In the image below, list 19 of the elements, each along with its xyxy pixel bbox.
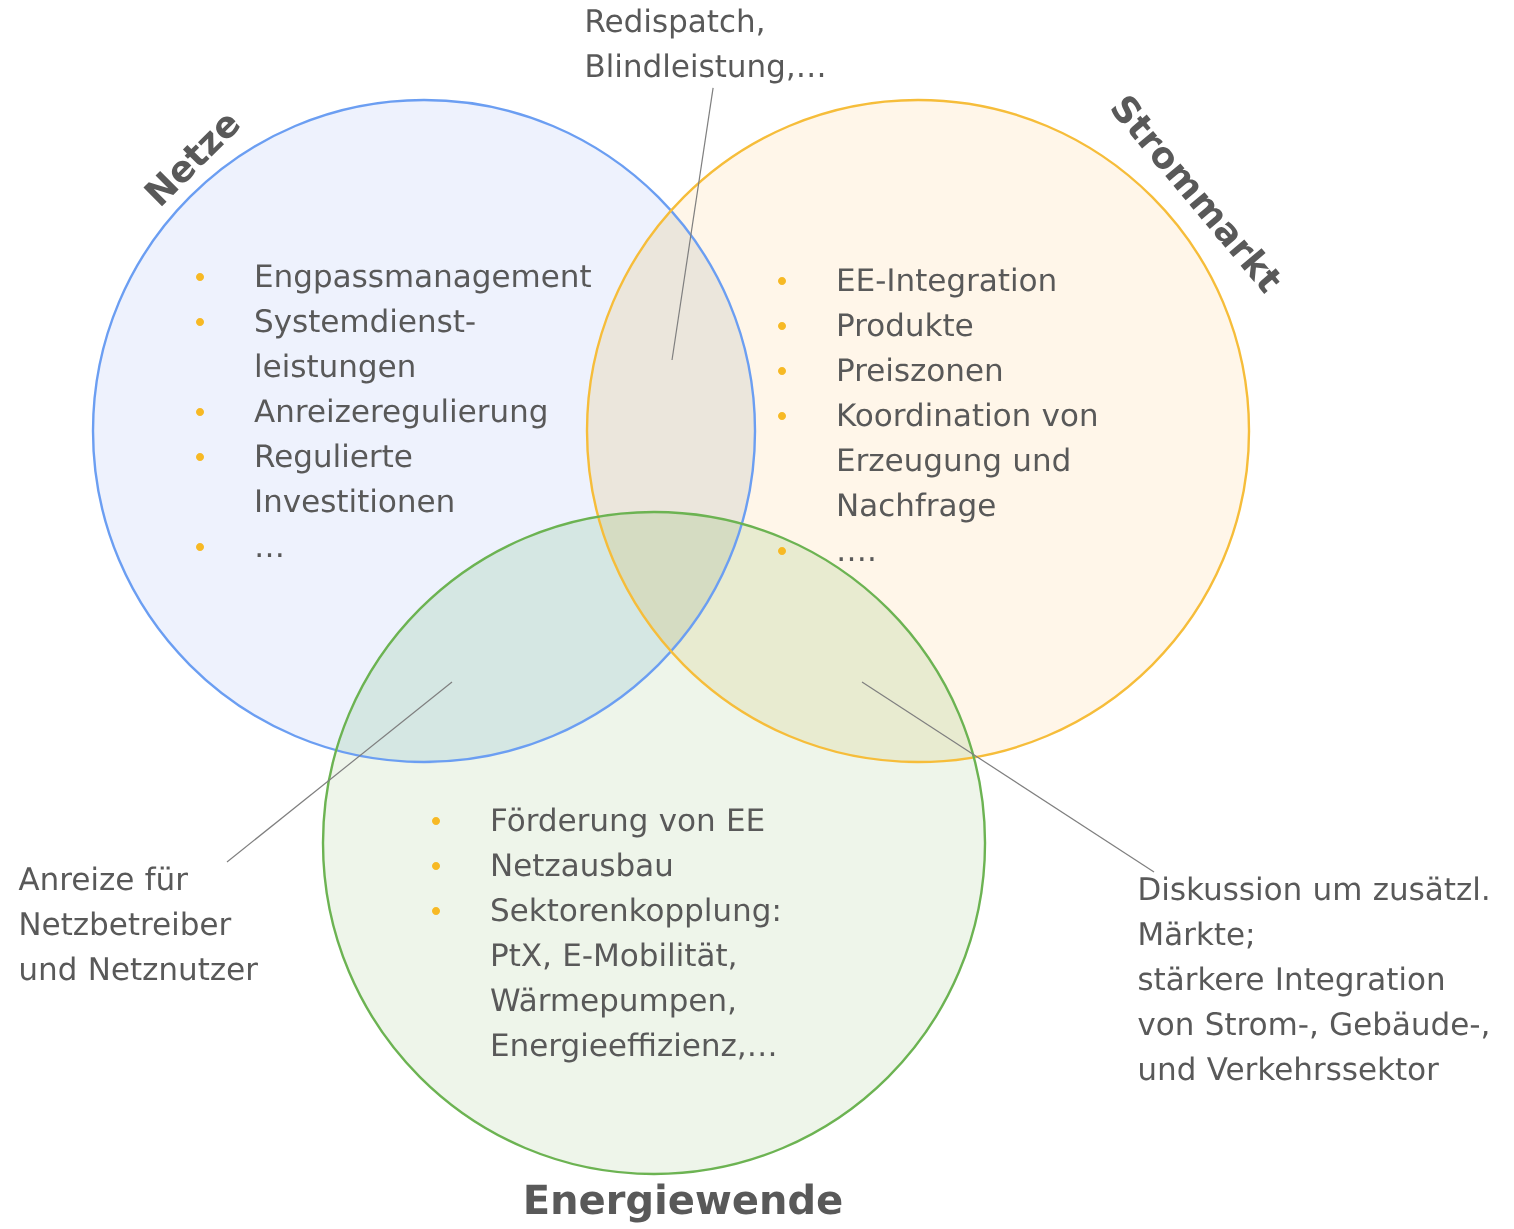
list-item: Engpassmanagement xyxy=(257,264,591,294)
note-text: Anreize für Netzbetreiber und Netznutzer xyxy=(18,866,258,981)
note-text: Redispatch, Blindleistung,… xyxy=(587,8,824,84)
list-item: EE-Integration xyxy=(839,267,1055,298)
list-item: Systemdienst- leistungen xyxy=(256,308,475,384)
list-item: Regulierte Investitionen xyxy=(257,443,453,513)
circle-title: Energiewende xyxy=(526,1183,842,1223)
leader-line xyxy=(671,87,714,361)
note-text: Diskussion um zusätzl. Märkte; stärkere Integration von Strom-, Gebäude-, und Verkehrssektor xyxy=(1138,876,1488,1081)
list-item: … xyxy=(257,553,282,557)
leader-line xyxy=(226,681,453,863)
list-item: Sektorenkopplung: PtX, E-Mobilität, Wärmepumpen, Energieeffizienz,… xyxy=(491,897,779,1063)
list-item: Produkte xyxy=(839,312,973,337)
list-item: Netzausbau xyxy=(493,852,671,877)
list-item: Anreizeregulierung xyxy=(254,398,546,429)
list-item: Förderung von EE xyxy=(493,807,764,838)
list-item: …. xyxy=(839,557,874,561)
list-item: Koordination von Erzeugung und Nachfrage xyxy=(839,402,1096,523)
list-item: Preiszonen xyxy=(839,357,1002,382)
